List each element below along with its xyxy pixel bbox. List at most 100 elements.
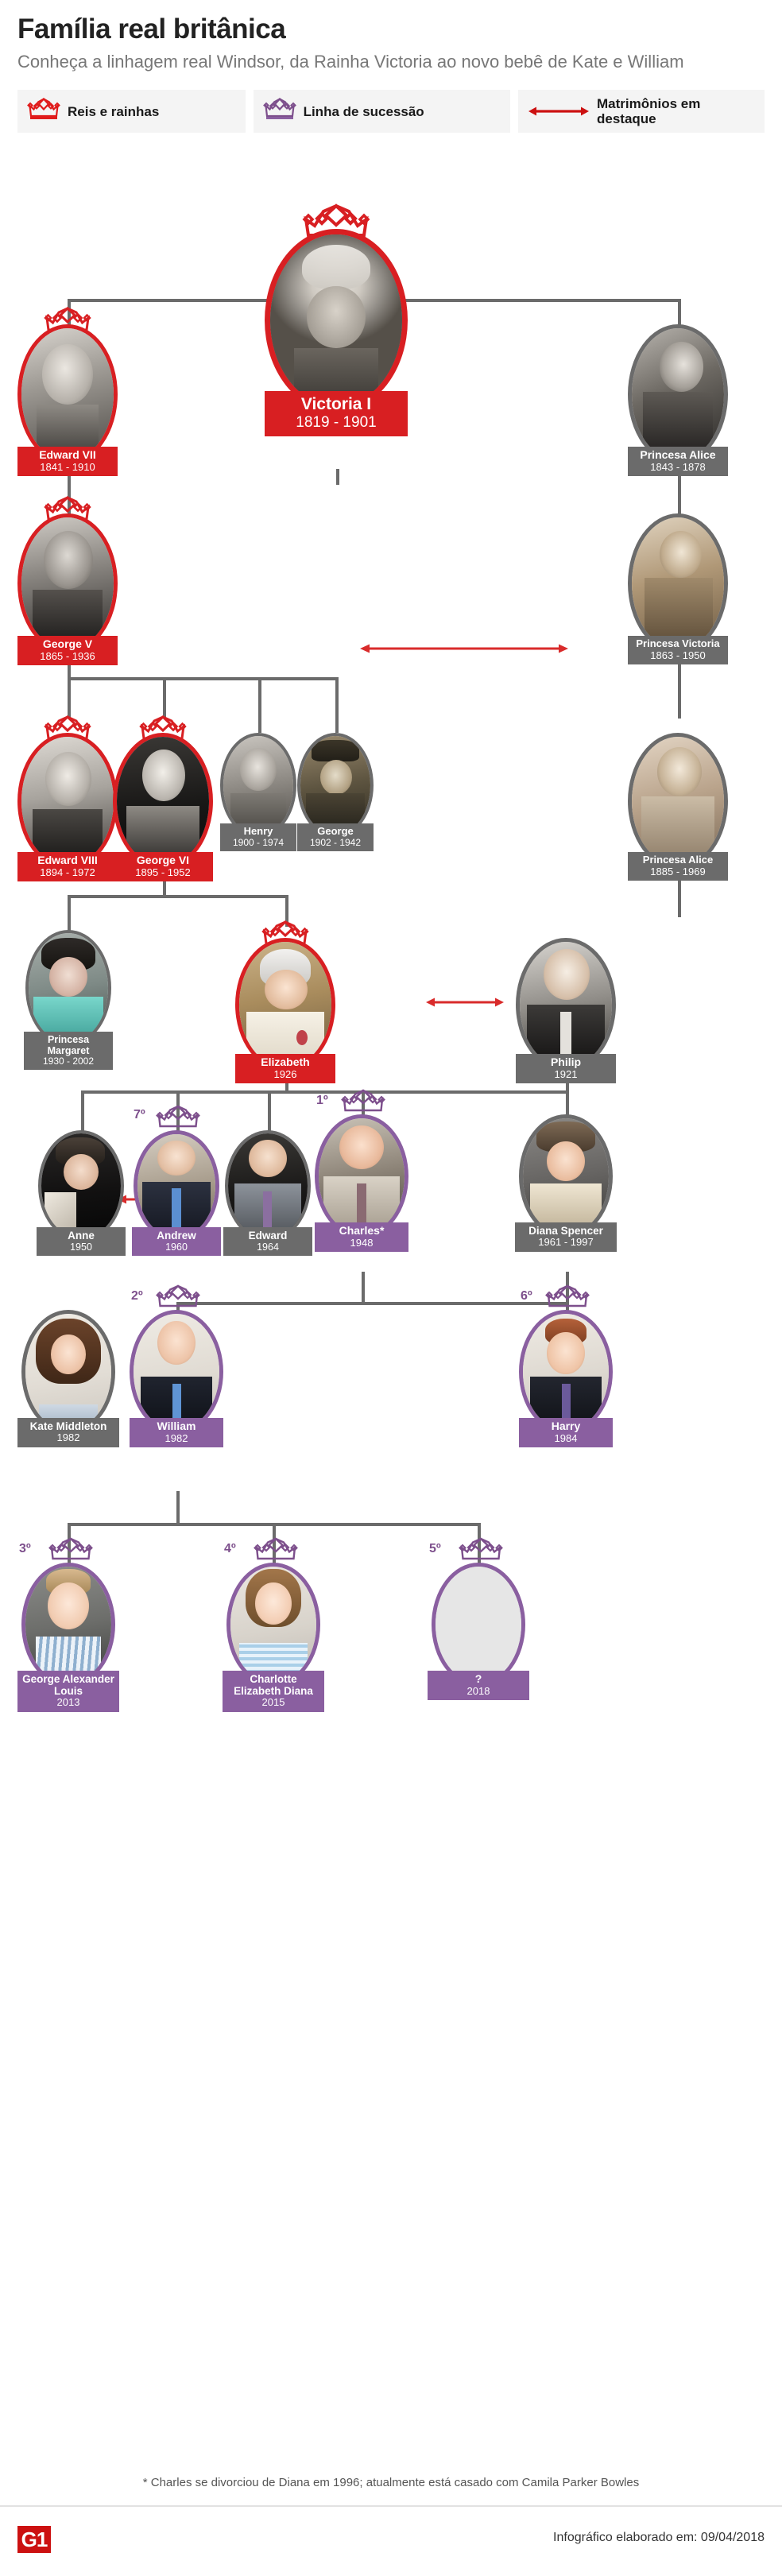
person-node-elizabeth[interactable]: Elizabeth 1926 [235, 916, 335, 1084]
namebar-andrew: Andrew 1960 [132, 1227, 221, 1257]
person-node-charlotte[interactable]: 4º Charlotte Elizabeth Diana 2015 [223, 1537, 324, 1712]
legend: Reis e rainhas Linha de sucessão Matrimô [0, 90, 782, 134]
connector-line [68, 895, 71, 936]
page-title: Família real britânica [17, 14, 286, 45]
page-footer: G1 Infográfico elaborado em: 09/04/2018 [0, 2505, 782, 2576]
namebar-edwardW: Edward 1964 [223, 1227, 312, 1257]
connector-line [566, 1272, 569, 1303]
person-node-margaret[interactable]: Princesa Margaret 1930 - 2002 [24, 930, 113, 1071]
connector-line [163, 677, 166, 719]
page-header: Família real britânica Conheça a linhage… [0, 0, 782, 77]
connector-line [678, 642, 681, 719]
connector-line [678, 870, 681, 917]
namebar-diana: Diana Spencer 1961 - 1997 [515, 1222, 617, 1252]
portrait-georgeK [297, 733, 374, 838]
namebar-victoria: Victoria I 1819 - 1901 [265, 391, 408, 436]
legend-label-kings: Reis e rainhas [68, 103, 160, 119]
person-node-georgeAL[interactable]: 3º George Alexander Louis 2013 [17, 1537, 119, 1712]
connector-line [336, 469, 339, 485]
namebar-philip: Philip 1921 [516, 1054, 616, 1084]
person-node-harry[interactable]: 6º Harry 1984 [519, 1284, 613, 1448]
crown-icon [544, 1284, 590, 1312]
portrait-victoria [265, 229, 408, 412]
person-node-diana[interactable]: Diana Spencer 1961 - 1997 [515, 1114, 617, 1252]
person-node-george5[interactable]: George V 1865 - 1936 [17, 475, 118, 666]
person-node-william[interactable]: 2º William 1982 [130, 1284, 223, 1448]
person-node-george6[interactable]: George VI 1895 - 1952 [113, 709, 213, 882]
crown-icon [262, 97, 296, 126]
portrait-edwardW [225, 1130, 311, 1242]
person-node-victoria[interactable]: Victoria I 1819 - 1901 [265, 203, 408, 436]
connector-line [268, 1090, 271, 1132]
namebar-charlotte: Charlotte Elizabeth Diana 2015 [223, 1671, 324, 1712]
person-node-edward8[interactable]: Edward VIII 1894 - 1972 [17, 709, 118, 882]
succession-ordinal-baby: 5º [429, 1542, 441, 1555]
crown-icon [458, 1537, 504, 1565]
footnote: * Charles se divorciou de Diana em 1996;… [142, 2476, 640, 2489]
portrait-alice2 [628, 733, 728, 870]
connector-line [68, 677, 71, 719]
namebar-anne: Anne 1950 [37, 1227, 126, 1257]
marriage-arrow-charles-diana [426, 995, 504, 1009]
portrait-henry [220, 733, 296, 838]
person-node-alice2[interactable]: Princesa Alice 1885 - 1969 [628, 709, 728, 881]
crown-icon [27, 97, 60, 126]
connector-line [678, 475, 681, 517]
portrait-edward7 [17, 324, 118, 464]
person-node-baby[interactable]: 5º ? 2018 [428, 1537, 529, 1701]
marriage-arrow-elizabeth-philip [360, 641, 568, 656]
connector-line [176, 1302, 569, 1305]
namebar-georgeAL: George Alexander Louis 2013 [17, 1671, 119, 1712]
person-node-henry[interactable]: Henry 1900 - 1974 [220, 733, 296, 851]
connector-line [176, 1090, 180, 1132]
portrait-george5 [17, 513, 118, 653]
portrait-diana [519, 1114, 613, 1238]
person-node-alice1[interactable]: Princesa Alice 1843 - 1878 [628, 286, 728, 477]
crown-icon [43, 495, 92, 525]
crown-icon [43, 715, 92, 745]
connector-line [163, 870, 166, 898]
g1-logo: G1 [17, 2526, 51, 2553]
crown-icon [138, 715, 188, 745]
namebar-edward8: Edward VIII 1894 - 1972 [17, 852, 118, 882]
legend-item-succession: Linha de sucessão [253, 90, 510, 134]
crown-icon [301, 203, 371, 242]
person-node-edwardW[interactable]: Edward 1964 [223, 1130, 312, 1257]
succession-ordinal-harry: 6º [521, 1289, 532, 1303]
namebar-alice2: Princesa Alice 1885 - 1969 [628, 852, 728, 881]
portrait-charles [315, 1114, 408, 1238]
namebar-harry: Harry 1984 [519, 1418, 613, 1448]
namebar-george5: George V 1865 - 1936 [17, 636, 118, 666]
succession-ordinal-william: 2º [131, 1289, 143, 1303]
person-node-andrew[interactable]: 7º Andrew 1960 [132, 1105, 221, 1257]
legend-item-kings: Reis e rainhas [17, 90, 246, 134]
portrait-alice1 [628, 324, 728, 464]
person-node-georgeK[interactable]: George 1902 - 1942 [297, 733, 374, 851]
namebar-kate: Kate Middleton 1982 [17, 1418, 119, 1447]
connector-line [285, 895, 288, 927]
portrait-kate [21, 1310, 115, 1434]
person-node-edward7[interactable]: Edward VII 1841 - 1910 [17, 286, 118, 477]
connector-line [81, 1090, 569, 1094]
legend-label-marriages: Matrimônios em destaque [597, 96, 701, 127]
crown-icon [155, 1105, 201, 1133]
person-node-anne[interactable]: Anne 1950 [37, 1130, 126, 1257]
person-node-charles[interactable]: 1º Charles* 1948 [315, 1089, 408, 1253]
person-node-philip[interactable]: Philip 1921 [516, 916, 616, 1084]
succession-ordinal-andrew: 7º [134, 1108, 145, 1121]
portrait-victoria2 [628, 513, 728, 653]
connector-line [68, 299, 71, 327]
namebar-henry: Henry 1900 - 1974 [220, 823, 296, 851]
connector-line [68, 475, 71, 517]
connector-line [678, 299, 681, 327]
namebar-george6: George VI 1895 - 1952 [113, 852, 213, 882]
crown-icon [261, 920, 310, 950]
succession-ordinal-charlotte: 4º [224, 1542, 236, 1555]
crown-icon [48, 1537, 94, 1565]
portrait-charlotte [226, 1563, 320, 1687]
crown-icon [340, 1089, 386, 1117]
person-node-victoria2[interactable]: Princesa Victoria 1863 - 1950 [628, 475, 728, 665]
connector-line [176, 1491, 180, 1524]
person-node-kate[interactable]: Kate Middleton 1982 [17, 1310, 119, 1447]
namebar-margaret: Princesa Margaret 1930 - 2002 [24, 1032, 113, 1071]
